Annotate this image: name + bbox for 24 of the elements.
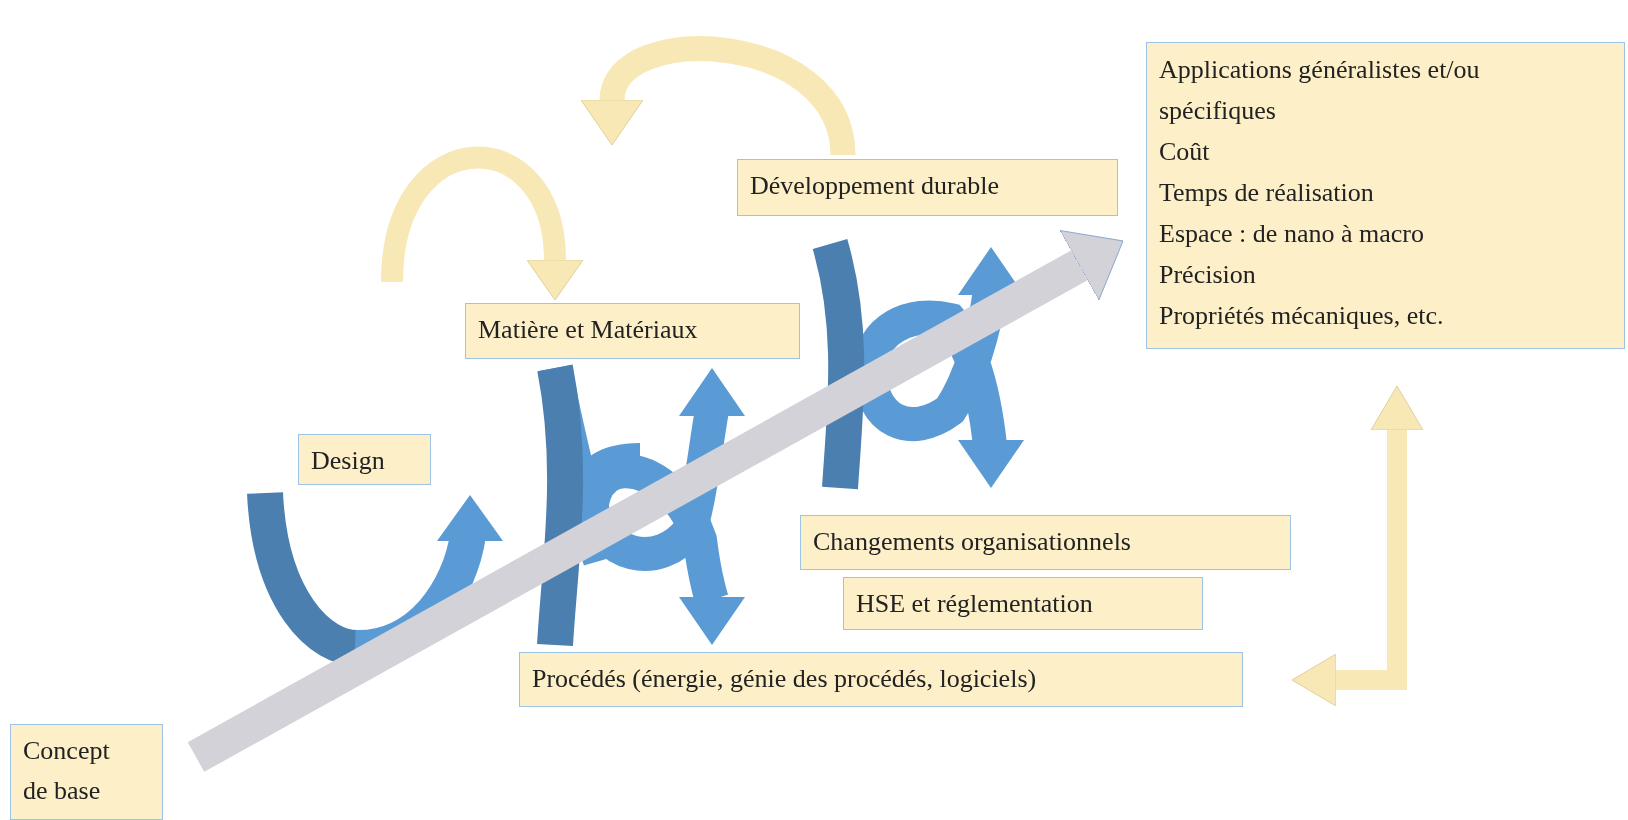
box-text: Concept de base <box>23 735 111 807</box>
box-text: Applications généralistes et/ou spécifiques <box>1159 54 1481 127</box>
text-box <box>519 652 1243 707</box>
box-text: Développement durable <box>750 170 1001 202</box>
box-text: Précision <box>1159 259 1257 291</box>
text-box <box>737 159 1118 216</box>
arrow <box>1291 385 1424 707</box>
text-box <box>800 515 1291 570</box>
text-box <box>298 434 431 485</box>
box-text: Coût <box>1159 136 1211 168</box>
box-text: HSE et réglementation <box>856 588 1094 620</box>
box-text: Espace : de nano à macro <box>1159 218 1425 250</box>
text-box <box>465 303 800 359</box>
box-text: Propriétés mécaniques, etc. <box>1159 300 1445 332</box>
box-text: Temps de réalisation <box>1159 177 1375 209</box>
text-box <box>10 724 163 820</box>
text-box <box>843 577 1203 630</box>
box-text: Design <box>311 445 386 477</box>
box-text: Matière et Matériaux <box>478 314 699 346</box>
box-text: Procédés (énergie, génie des procédés, logiciels) <box>532 663 1038 695</box>
box-text: Changements organisationnels <box>813 526 1132 558</box>
arrow <box>381 146 584 301</box>
text-box <box>1146 42 1625 349</box>
arrow <box>187 229 1124 772</box>
